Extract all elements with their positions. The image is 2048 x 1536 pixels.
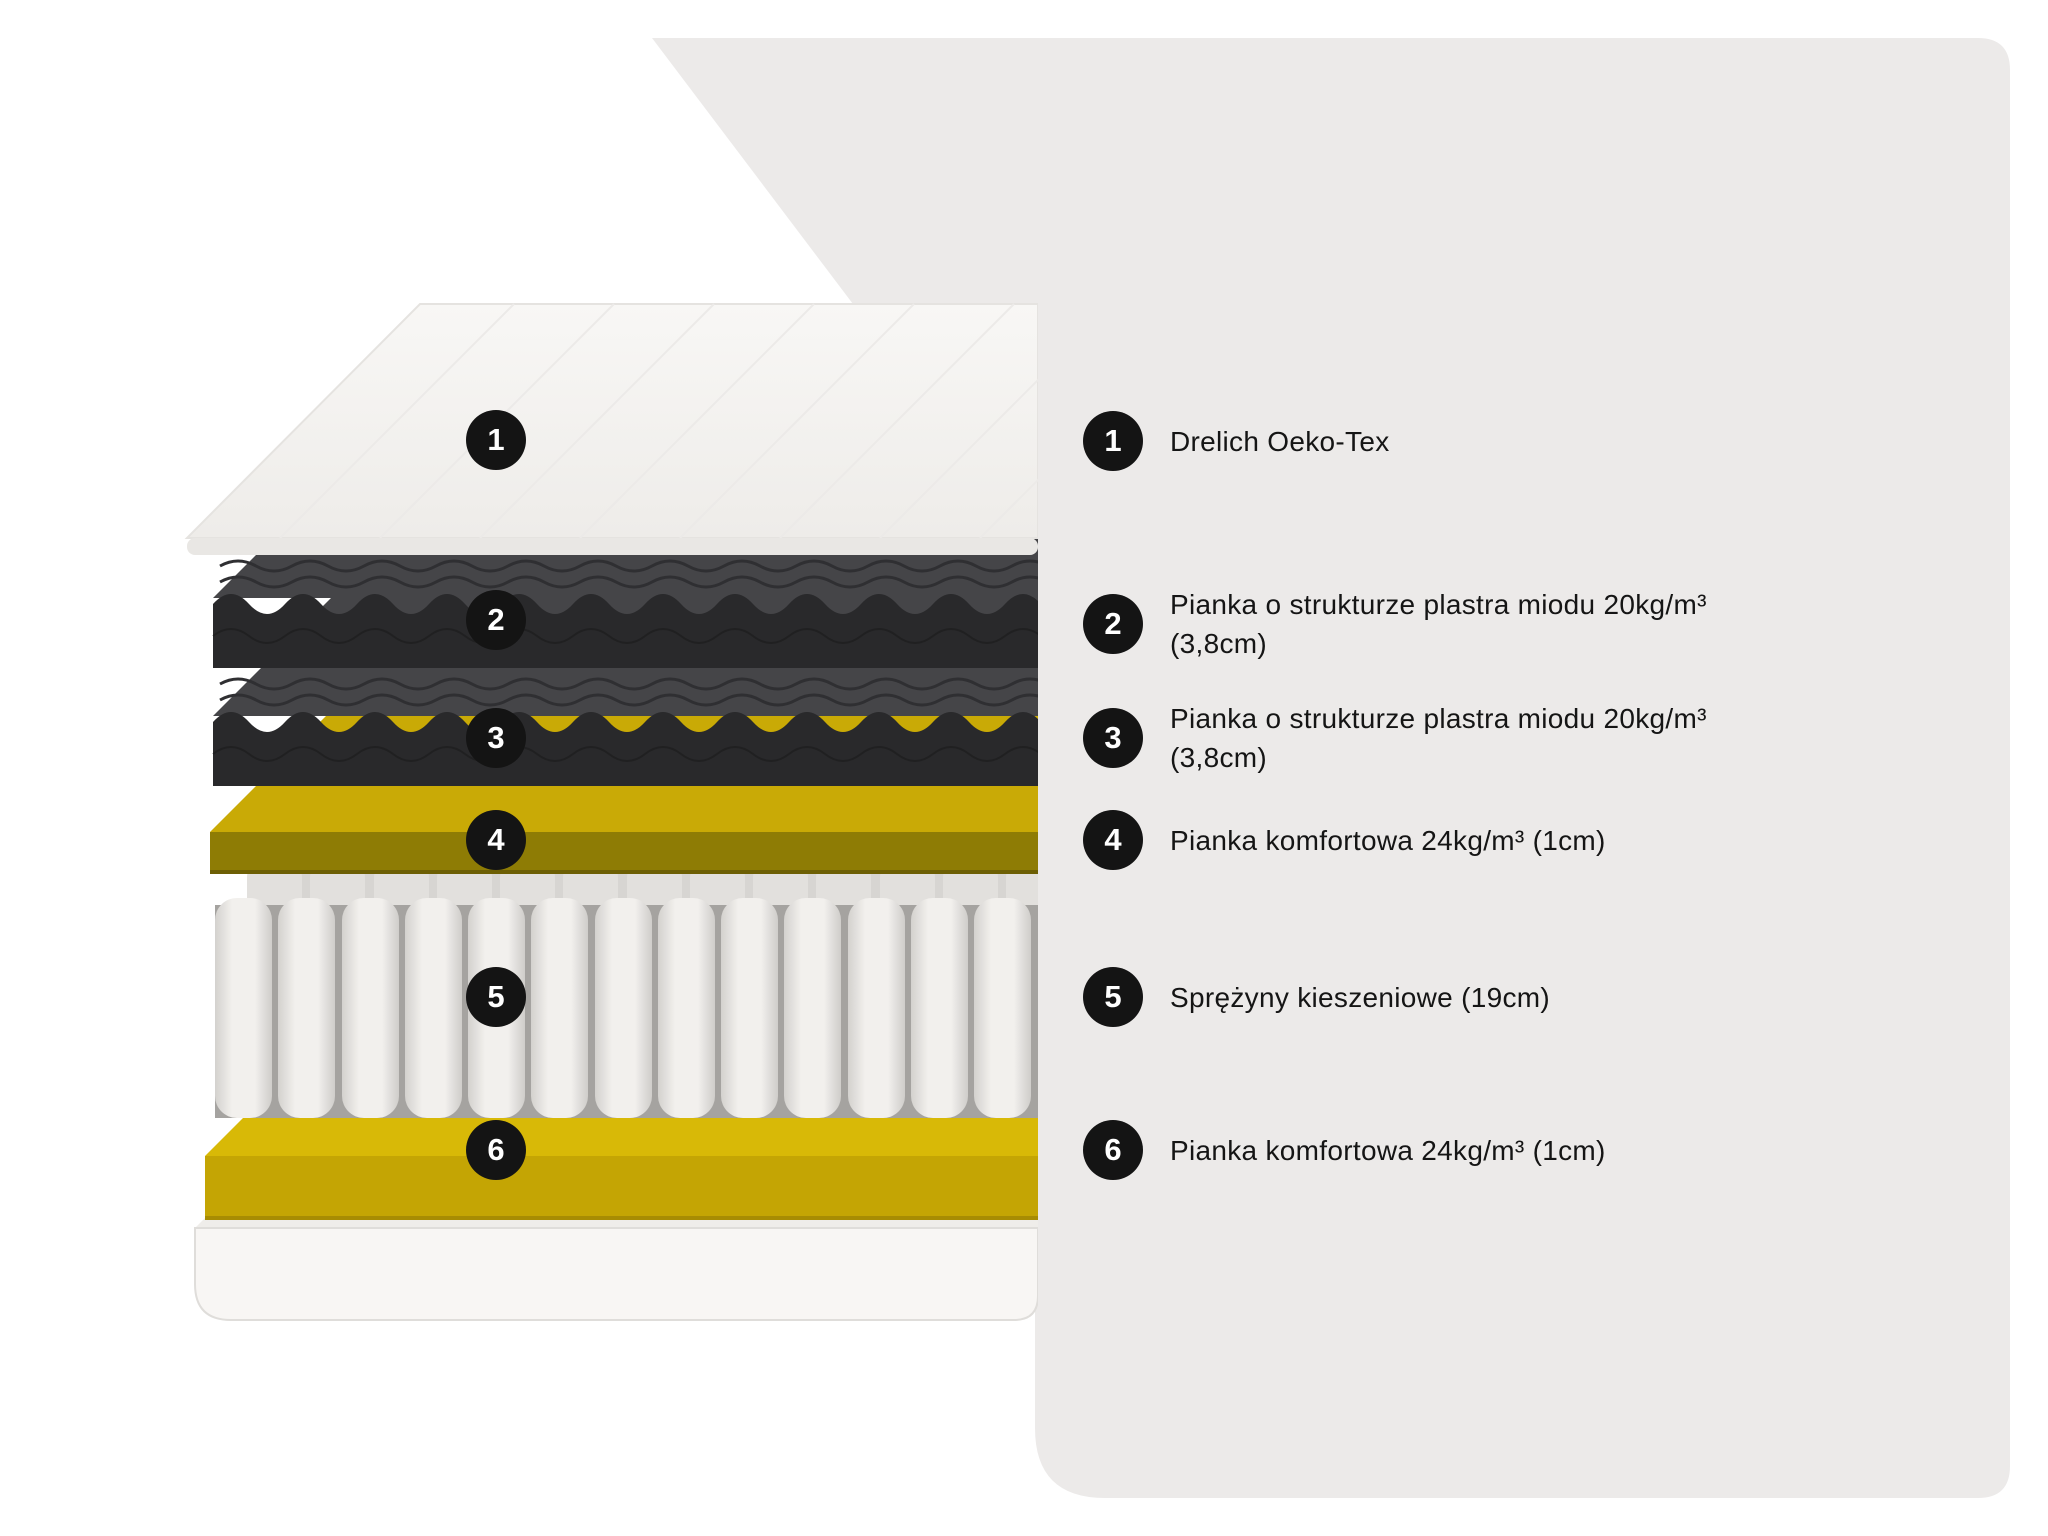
legend-label-1: Drelich Oeko-Tex <box>1170 422 1390 461</box>
legend-number-1: 1 <box>1083 411 1143 471</box>
legend-label-5-line-1: Sprężyny kieszeniowe (19cm) <box>1170 981 1551 1013</box>
legend-label-6-line-1: Pianka komfortowa 24kg/m³ (1cm) <box>1170 1134 1606 1166</box>
layer-badge-3: 3 <box>466 708 526 768</box>
legend-item-1: 1 Drelich Oeko-Tex <box>1083 411 1390 471</box>
legend-label-4: Pianka komfortowa 24kg/m³ (1cm) <box>1170 821 1606 860</box>
legend-label-5: Sprężyny kieszeniowe (19cm) <box>1170 978 1550 1017</box>
legend-label-3: Pianka o strukturze plastra miodu 20kg/m… <box>1170 699 1707 777</box>
legend-number-6: 6 <box>1083 1120 1143 1180</box>
layer-badge-5: 5 <box>466 967 526 1027</box>
legend-label-2-line-1: Pianka o strukturze plastra miodu 20kg/m… <box>1170 589 1707 620</box>
layer-badge-4: 4 <box>466 810 526 870</box>
legend-number-5: 5 <box>1083 967 1143 1027</box>
legend-number-2: 2 <box>1083 594 1143 654</box>
legend-item-4: 4 Pianka komfortowa 24kg/m³ (1cm) <box>1083 810 1606 870</box>
legend-item-5: 5 Sprężyny kieszeniowe (19cm) <box>1083 967 1550 1027</box>
legend-label-3-line-1: Pianka o strukturze plastra miodu 20kg/m… <box>1170 703 1707 734</box>
legend-item-6: 6 Pianka komfortowa 24kg/m³ (1cm) <box>1083 1120 1606 1180</box>
legend-number-3: 3 <box>1083 708 1143 768</box>
legend-label-1-line-1: Drelich Oeko-Tex <box>1170 425 1390 457</box>
legend-label-3-line-2: (3,8cm) <box>1170 742 1267 773</box>
legend-label-4-line-1: Pianka komfortowa 24kg/m³ (1cm) <box>1170 824 1606 856</box>
legend-item-2: 2 Pianka o strukturze plastra miodu 20kg… <box>1083 589 1707 659</box>
legend-label-2: Pianka o strukturze plastra miodu 20kg/m… <box>1170 585 1707 663</box>
layer-badge-6: 6 <box>466 1120 526 1180</box>
legend-label-2-line-2: (3,8cm) <box>1170 628 1267 659</box>
legend-item-3: 3 Pianka o strukturze plastra miodu 20kg… <box>1083 703 1707 773</box>
layer-badge-2: 2 <box>466 590 526 650</box>
layer-badge-1: 1 <box>466 410 526 470</box>
layer-top-cover <box>184 303 1038 555</box>
legend-label-6: Pianka komfortowa 24kg/m³ (1cm) <box>1170 1131 1606 1170</box>
legend-number-4: 4 <box>1083 810 1143 870</box>
